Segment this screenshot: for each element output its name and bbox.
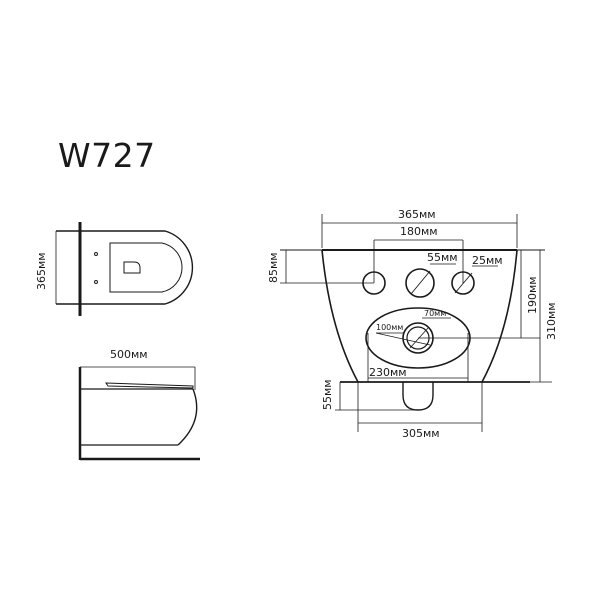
dim-hole-height: 85мм: [267, 252, 280, 283]
dim-outlet-outer: 100мм: [376, 323, 403, 332]
side-view: [78, 366, 200, 461]
model-title: W727: [58, 136, 156, 175]
dim-hole-large: 55мм: [427, 251, 458, 264]
dim-total-height: 310мм: [545, 302, 558, 340]
dim-oval-width: 230мм: [369, 366, 407, 379]
side-view-length-label: 500мм: [110, 348, 148, 361]
dim-bottom-width: 305мм: [402, 427, 440, 440]
dim-bottom-depth: 55мм: [321, 379, 334, 410]
top-view: [55, 222, 194, 316]
dim-hole-spacing: 180мм: [400, 225, 438, 238]
dim-hole-small: 25мм: [472, 254, 503, 267]
front-view: [280, 214, 552, 432]
dim-overall-width: 365мм: [398, 208, 436, 221]
dim-outlet-inner: 70мм: [424, 309, 446, 318]
top-view-width-label: 365мм: [35, 252, 48, 290]
dim-outlet-height: 190мм: [526, 276, 539, 314]
